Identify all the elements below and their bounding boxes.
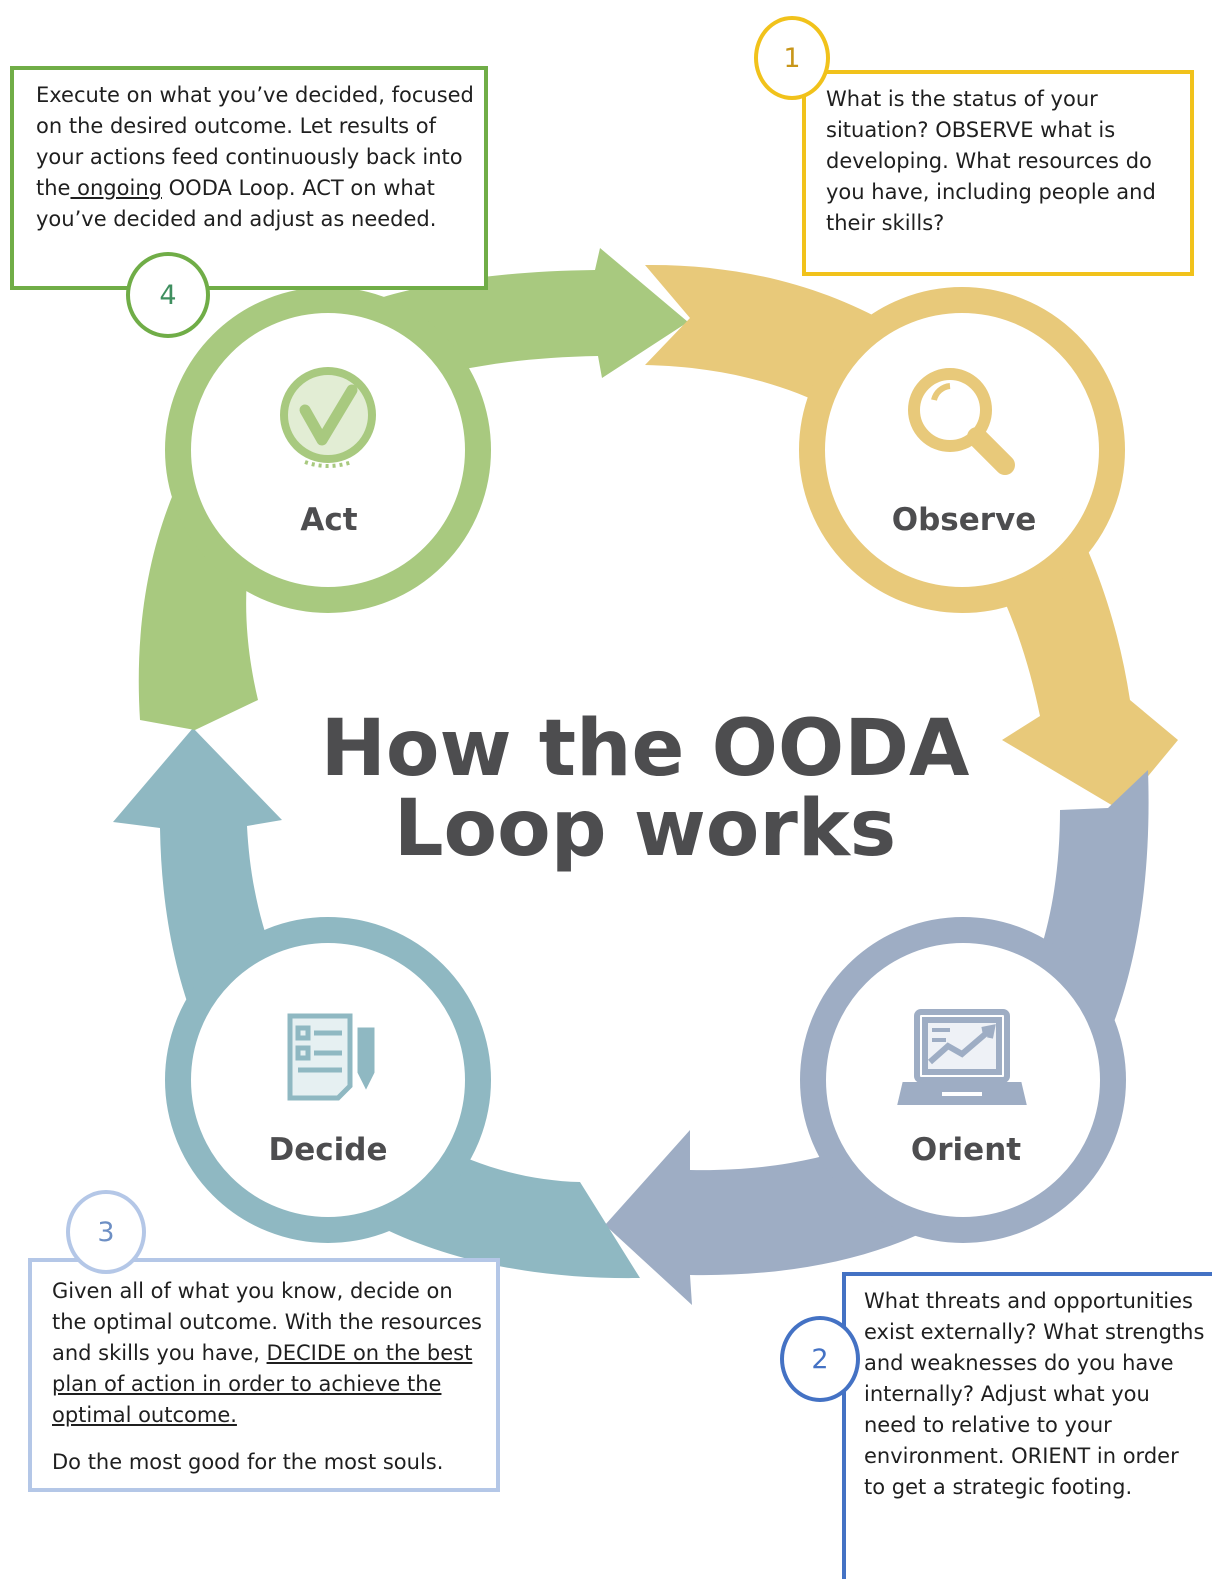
observe-to-orient-arrow: [645, 264, 1178, 810]
decide-motto: Do the most good for the most souls.: [52, 1450, 444, 1474]
orient-description: What threats and opportunities exist ext…: [864, 1289, 1205, 1499]
decide-description: Given all of what you know, decide on th…: [52, 1279, 482, 1427]
step-number-4: 4: [126, 252, 210, 338]
observe-description-box: What is the status of your situation? OB…: [802, 70, 1194, 276]
decide-to-act-arrow: [113, 728, 640, 1279]
diagram-title-line1: How the OODA: [321, 704, 970, 794]
checkmark-icon: [280, 367, 376, 468]
act-description: Execute on what you’ve decided, focused …: [36, 83, 474, 231]
stage-label-orient: Orient: [911, 1132, 1021, 1168]
step-number-3: 3: [66, 1190, 146, 1274]
diagram-title-line2: Loop works: [394, 784, 896, 874]
laptop-chart-icon: [897, 1009, 1027, 1105]
stage-label-decide: Decide: [269, 1132, 388, 1168]
step-number-2: 2: [780, 1316, 860, 1402]
observe-description: What is the status of your situation? OB…: [826, 87, 1156, 235]
document-pencil-icon: [287, 1013, 375, 1101]
stage-label-act: Act: [300, 502, 357, 538]
stage-label-observe: Observe: [892, 502, 1037, 538]
orient-description-box: What threats and opportunities exist ext…: [842, 1272, 1212, 1579]
step-number-1: 1: [754, 16, 830, 100]
magnifier-icon: [908, 368, 1015, 475]
decide-description-box: Given all of what you know, decide on th…: [28, 1258, 500, 1492]
act-description-box: Execute on what you’ve decided, focused …: [10, 66, 488, 290]
